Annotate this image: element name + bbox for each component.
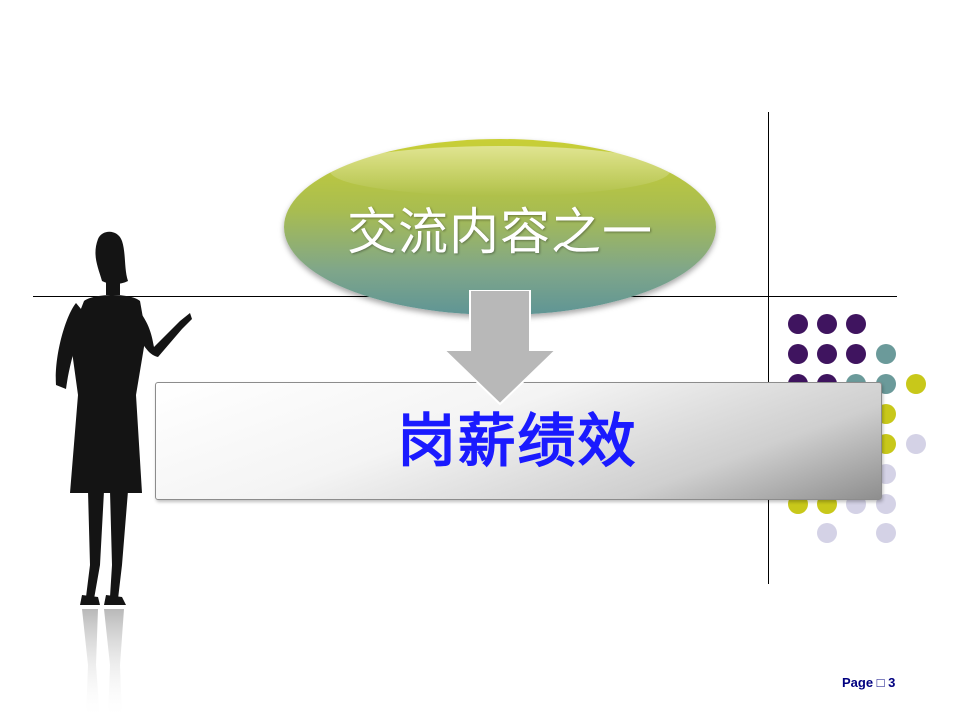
dot xyxy=(846,314,866,334)
dot xyxy=(876,523,896,543)
page-number: Page □ 3 xyxy=(842,675,896,690)
dot xyxy=(817,314,837,334)
dot xyxy=(817,344,837,364)
dot xyxy=(846,344,866,364)
dot xyxy=(876,344,896,364)
dot xyxy=(906,374,926,394)
dot xyxy=(788,344,808,364)
title-oval xyxy=(284,139,716,315)
oval-highlight xyxy=(330,146,670,196)
dot xyxy=(788,314,808,334)
woman-silhouette-icon xyxy=(55,231,192,720)
down-arrow-icon xyxy=(441,290,559,406)
vertical-rule xyxy=(768,112,769,584)
content-box xyxy=(155,382,882,500)
box-title: 岗薪绩效 xyxy=(397,407,638,475)
dot xyxy=(817,523,837,543)
oval-title: 交流内容之一 xyxy=(347,203,653,261)
dot xyxy=(906,434,926,454)
